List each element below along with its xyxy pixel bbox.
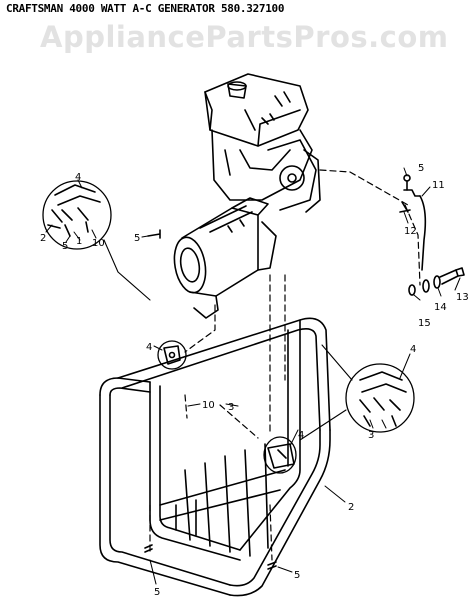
inset-detail-left <box>42 180 151 301</box>
callout-labels: 2 5 1 10 4 5 4 10 3 5 11 12 13 14 15 4 3… <box>40 163 469 598</box>
callout-5-bottom-left: 5 <box>154 587 160 598</box>
callout-3-inset-right: 3 <box>368 430 374 441</box>
screws <box>144 229 277 570</box>
ground-terminal <box>408 267 465 296</box>
ground-cable <box>399 174 427 271</box>
engine <box>204 73 321 213</box>
callout-14: 14 <box>434 302 447 313</box>
callout-12: 12 <box>404 226 417 237</box>
inset-detail-right <box>299 344 415 441</box>
callout-5-bolt-left: 5 <box>134 233 140 244</box>
callout-10-mid: 10 <box>202 400 215 411</box>
callout-15: 15 <box>418 318 431 329</box>
callout-4-bracket-left: 4 <box>146 342 152 353</box>
bracket-right <box>263 436 297 474</box>
callout-4-bracket-right: 4 <box>298 430 304 441</box>
alternator <box>173 197 277 319</box>
callout-5-bottom-right: 5 <box>294 570 300 581</box>
diagram-title: CRAFTSMAN 4000 WATT A-C GENERATOR 580.32… <box>6 2 285 15</box>
callout-1-inset-left: 1 <box>76 236 82 247</box>
callout-3-mid: 3 <box>228 402 234 413</box>
callout-13: 13 <box>456 292 469 303</box>
callout-11: 11 <box>432 180 445 191</box>
callout-2-inset-left: 2 <box>40 233 46 244</box>
watermark: AppliancePartsPros.com <box>40 20 449 54</box>
callout-4-inset-right: 4 <box>410 344 416 355</box>
callout-10-inset-left: 10 <box>92 238 105 249</box>
tube-frame <box>99 317 331 597</box>
callout-5-inset-left: 5 <box>62 241 68 252</box>
bracket-left <box>157 340 187 370</box>
assembly-lines <box>149 169 421 561</box>
leader-lines <box>45 167 461 585</box>
callout-2-frame: 2 <box>348 502 354 513</box>
callout-5-top-right: 5 <box>418 163 424 174</box>
callout-4-inset-left: 4 <box>75 172 81 183</box>
